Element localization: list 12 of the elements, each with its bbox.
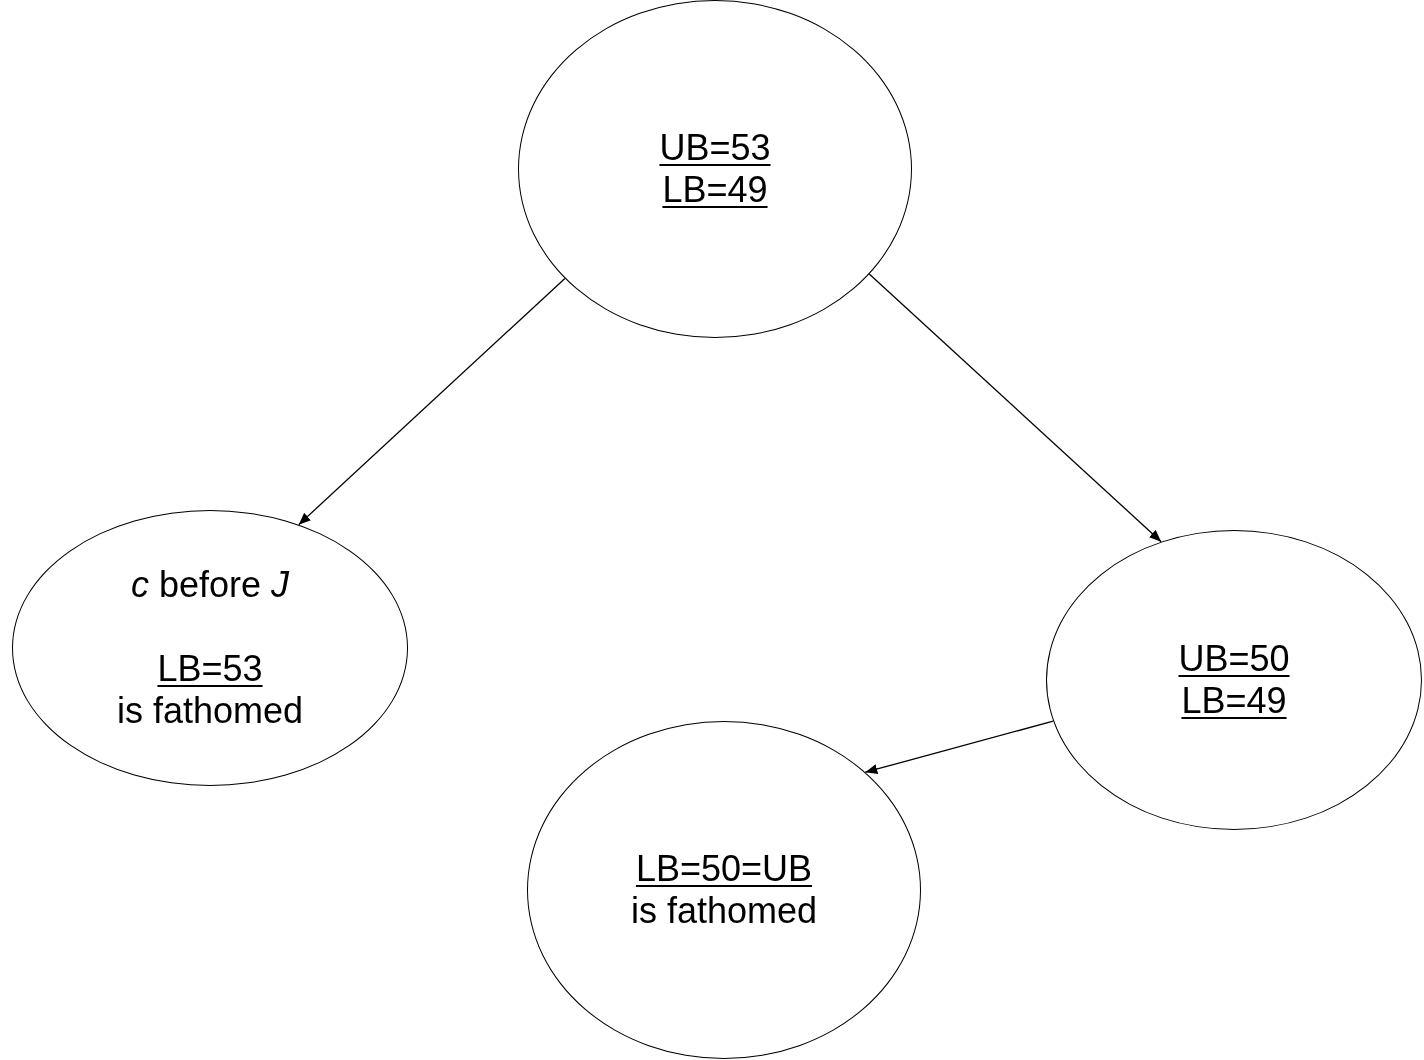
node-label: UB=53 [659, 127, 771, 169]
arrow [868, 273, 1162, 543]
node-label: c before J [130, 564, 290, 606]
node-label: LB=50=UB [635, 848, 813, 890]
arrow [298, 277, 566, 526]
node-label: LB=49 [1181, 680, 1287, 722]
node-label: LB=53 [157, 648, 263, 690]
node-label: LB=49 [662, 169, 768, 211]
node-label: is fathomed [630, 890, 818, 932]
node-label: UB=50 [1178, 638, 1290, 680]
node-label: is fathomed [116, 690, 304, 732]
arrow [864, 720, 1054, 774]
